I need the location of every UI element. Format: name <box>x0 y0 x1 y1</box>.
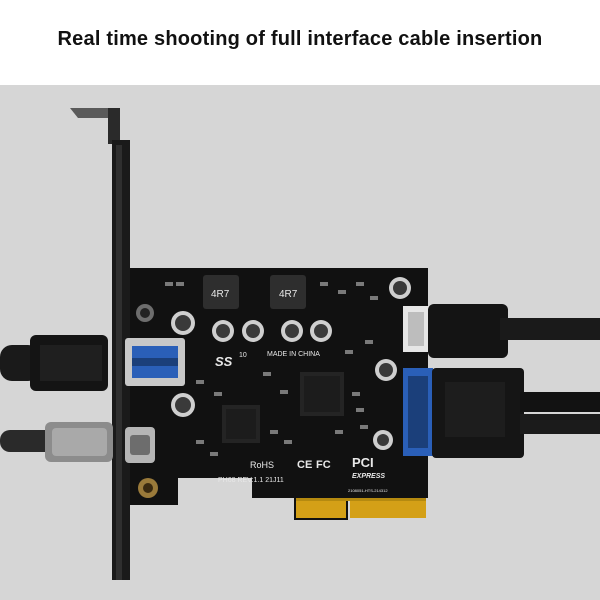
rohs-label: RoHS <box>250 460 274 470</box>
superspeed-logo: SS <box>215 354 233 369</box>
inductor-left: 4R7 <box>203 275 239 309</box>
pci-bracket <box>70 108 130 580</box>
usb-19pin-header <box>403 368 433 456</box>
type-e-cable-right <box>428 304 600 358</box>
usb-19pin-cable-right <box>432 368 600 458</box>
svg-text:4R7: 4R7 <box>279 289 298 300</box>
pci-express-logo: EXPRESS <box>352 473 385 480</box>
inductor-right: 4R7 <box>270 275 306 309</box>
svg-text:4R7: 4R7 <box>211 289 230 300</box>
usb-a-port <box>125 338 185 386</box>
made-in-label: MADE IN CHINA <box>267 351 320 358</box>
capacitors <box>171 277 411 450</box>
headline: Real time shooting of full interface cab… <box>57 28 543 50</box>
usb-c-port <box>125 427 155 463</box>
usb-c-cable-left <box>0 422 113 462</box>
ce-mark: CE <box>297 459 312 471</box>
revision-label: PH68 REV:1.1 21J11 <box>218 477 284 484</box>
superspeed-sub: 10 <box>239 352 247 359</box>
fc-mark: FC <box>316 459 331 471</box>
serial-label: 2108051-HTS-214312 <box>348 488 388 493</box>
usb-a-cable-left <box>0 335 108 391</box>
controller-chip-main <box>300 372 344 416</box>
pcie-card-pcb <box>130 268 428 520</box>
smd-components <box>165 282 378 456</box>
controller-chip-secondary <box>222 405 260 443</box>
gold-fingers <box>296 498 426 518</box>
type-e-header <box>403 306 429 352</box>
pci-logo: PCI <box>352 455 374 470</box>
